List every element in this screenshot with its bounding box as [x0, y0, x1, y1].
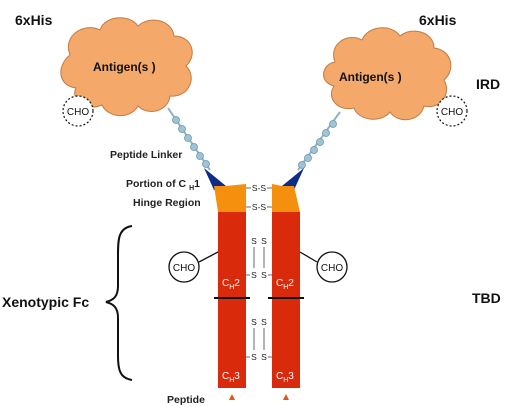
fc-chain-right	[268, 212, 304, 388]
peptide-tail-right	[283, 394, 289, 400]
peptide-linker-right	[297, 111, 341, 171]
svg-text:CH2: CH2	[222, 278, 240, 291]
xenotypic-brace	[105, 225, 133, 381]
svg-text:CHO: CHO	[321, 263, 343, 274]
tbd-label: TBD	[472, 290, 501, 306]
ch3-label-left: CH3	[222, 371, 240, 384]
ss-bond-1: S-S	[252, 183, 267, 193]
antigen-label-left: Antigen(s )	[93, 60, 156, 74]
cho-antigen-left: CHO	[62, 95, 94, 127]
cho-fc-left: CHO	[168, 251, 219, 283]
svg-text:S: S	[261, 270, 267, 280]
ch1-domain-right	[282, 168, 304, 190]
ss-bond-2: S-S	[252, 202, 267, 212]
svg-text:S: S	[251, 236, 257, 246]
fc-chain-left	[214, 212, 250, 388]
svg-text:CHO: CHO	[173, 263, 195, 274]
ird-label: IRD	[476, 76, 500, 92]
svg-text:CH2: CH2	[276, 278, 294, 291]
his-tag-label-right: 6xHis	[419, 12, 457, 28]
hinge-region-label: Hinge Region	[133, 197, 201, 209]
svg-text:CHO: CHO	[67, 107, 89, 118]
peptide-linker-label: Peptide Linker	[110, 149, 182, 161]
cho-antigen-right: CHO	[436, 95, 468, 127]
svg-text:S: S	[251, 352, 257, 362]
ch3-label-right: CH3	[276, 371, 294, 384]
peptide-linker-left	[167, 107, 211, 171]
svg-text:S: S	[261, 352, 267, 362]
svg-text:CH3: CH3	[222, 371, 240, 384]
svg-text:CHO: CHO	[441, 107, 463, 118]
intra-disulfides: S S S S S S S S	[246, 236, 272, 362]
svg-text:S: S	[251, 270, 257, 280]
antigen-label-right: Antigen(s )	[339, 70, 402, 84]
xenotypic-fc-label: Xenotypic Fc	[2, 294, 89, 310]
cho-fc-right: CHO	[299, 251, 348, 283]
hinge-right	[272, 184, 300, 212]
peptide-label: Peptide	[167, 394, 205, 406]
hinge-disulfides: S-S S-S	[246, 183, 272, 212]
svg-text:S: S	[261, 236, 267, 246]
hinge-left	[214, 184, 246, 212]
svg-text:S: S	[261, 317, 267, 327]
ch2-label-left: CH2	[222, 278, 240, 291]
ch1-domain-left	[204, 168, 226, 190]
peptide-tail-left	[229, 394, 235, 400]
his-tag-label-left: 6xHis	[15, 12, 53, 28]
ch2-label-right: CH2	[276, 278, 294, 291]
svg-text:S: S	[251, 317, 257, 327]
svg-text:CH3: CH3	[276, 371, 294, 384]
